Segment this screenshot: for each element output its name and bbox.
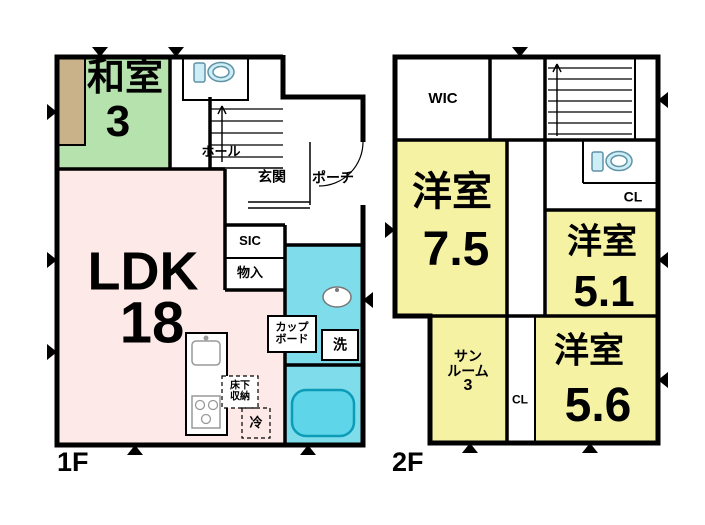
porch-label: ポーチ [312,169,354,186]
window-symbol [582,443,598,453]
ldk-size: 18 [119,290,185,356]
window-symbol [658,372,668,388]
laundry-label: 洗 [333,336,347,353]
sunroom-line2: ルーム [447,362,489,379]
underfloor-label: 床下 収納 [230,380,250,403]
toilet-icon-1f [193,61,235,83]
closet-bottom-label: CL [512,392,528,407]
washitsu-label: 和室 [86,57,164,100]
window-symbol [47,344,57,360]
sunroom-label: サン ルーム 3 [447,349,489,395]
underfloor-line2: 収納 [230,391,250,402]
sunroom-line1: サン [454,347,482,364]
washitsu-size: 3 [105,96,131,146]
west75-size: 7.5 [422,222,490,276]
window-symbol [512,47,528,57]
window-symbol [92,47,108,57]
west51-size: 5.1 [573,266,635,316]
cupboard-line1: カップ [275,321,309,334]
window-symbol [658,252,668,268]
window-symbol [462,443,478,453]
cupboard-label: カップ ボード [276,322,309,345]
tatami-edge-fill [57,57,85,145]
window-symbol [385,222,395,238]
window-symbol [47,104,57,120]
sic-label: SIC [239,233,261,249]
toilet-icon-2f [591,150,633,172]
window-symbol [127,445,143,455]
west56-label: 洋室 [553,331,625,371]
window-symbol [168,47,184,57]
stairs-icon-2f [548,63,632,136]
west75-label: 洋室 [412,170,492,214]
sunroom-size: 3 [463,377,473,395]
window-symbol [658,92,668,108]
hall-label: ホール [201,144,241,160]
floor1-label: 1F [57,447,89,477]
window-symbol [47,252,57,268]
cupboard-line2: ボード [275,333,309,345]
west51-label: 洋室 [566,222,638,262]
genkan-label: 玄関 [258,168,286,185]
fridge-label: 冷 [249,415,263,431]
monoire-label: 物入 [236,265,264,281]
underfloor-line1: 床下 [230,380,250,392]
wic-label: WIC [428,90,458,108]
window-symbol [300,445,316,455]
floor2-label: 2F [392,447,424,477]
west56-size: 5.6 [564,378,632,432]
window-symbol [363,292,373,308]
closet-top-label: CL [623,188,643,205]
